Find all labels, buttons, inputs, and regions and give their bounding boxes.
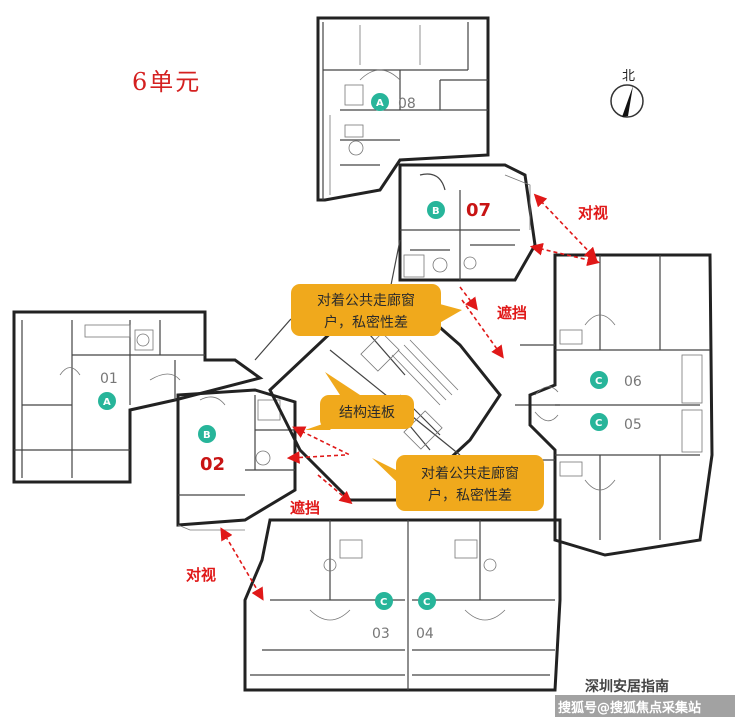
north-label: 北: [622, 69, 635, 84]
svg-text:A: A: [376, 98, 384, 109]
unit-title: 6单元: [132, 68, 201, 96]
sight-line-arrows: [220, 193, 601, 601]
unit-02-number: 02: [200, 454, 225, 475]
svg-text:A: A: [103, 397, 111, 408]
watermark: 深圳安居指南 搜狐号@搜狐焦点采集站: [555, 678, 735, 717]
unit-01-number: 01: [100, 371, 118, 387]
mutual-view-label-bottom: 对视: [186, 566, 216, 584]
type-badge-08: A: [371, 93, 389, 111]
unit-02-plan: [176, 388, 297, 531]
unit-01-plan: [12, 310, 264, 484]
unit-06-number: 06: [624, 374, 642, 390]
type-badge-06: C: [590, 371, 608, 389]
unit-07-number: 07: [466, 200, 491, 221]
svg-text:C: C: [423, 597, 430, 608]
watermark-line1: 深圳安居指南: [585, 678, 669, 695]
unit-08-plan: [316, 16, 490, 202]
block-label-right: 遮挡: [497, 304, 527, 322]
type-badge-01: A: [98, 392, 116, 410]
unit-03-number: 03: [372, 626, 390, 642]
type-badge-02: B: [198, 425, 216, 443]
callout-lower: 对着公共走廊窗 户，私密性差: [372, 455, 544, 511]
type-badge-04: C: [418, 592, 436, 610]
unit-07-plan: [398, 163, 537, 282]
callout-lower-line1: 对着公共走廊窗: [421, 465, 519, 482]
svg-text:B: B: [432, 206, 440, 217]
callout-upper-line2: 户，私密性差: [324, 314, 408, 331]
callout-upper-line1: 对着公共走廊窗: [317, 292, 415, 309]
unit-04-number: 04: [416, 626, 434, 642]
callout-middle-text: 结构连板: [339, 405, 395, 421]
block-label-bottom: 遮挡: [290, 499, 320, 517]
unit-03-04-plan: [243, 518, 562, 692]
svg-text:C: C: [595, 376, 602, 387]
type-badge-03: C: [375, 592, 393, 610]
callout-middle: 结构连板: [305, 372, 414, 430]
svg-text:B: B: [203, 430, 211, 441]
svg-text:C: C: [380, 597, 387, 608]
svg-text:C: C: [595, 418, 602, 429]
callout-upper: 对着公共走廊窗 户，私密性差: [291, 284, 462, 336]
watermark-line2: 搜狐号@搜狐焦点采集站: [558, 700, 701, 716]
north-arrow-icon: 北: [610, 69, 644, 118]
callout-lower-line2: 户，私密性差: [428, 487, 512, 504]
unit-08-number: 08: [398, 96, 416, 112]
mutual-view-label-top: 对视: [578, 204, 608, 222]
type-badge-07: B: [427, 201, 445, 219]
unit-05-number: 05: [624, 417, 642, 433]
type-badge-05: C: [590, 413, 608, 431]
